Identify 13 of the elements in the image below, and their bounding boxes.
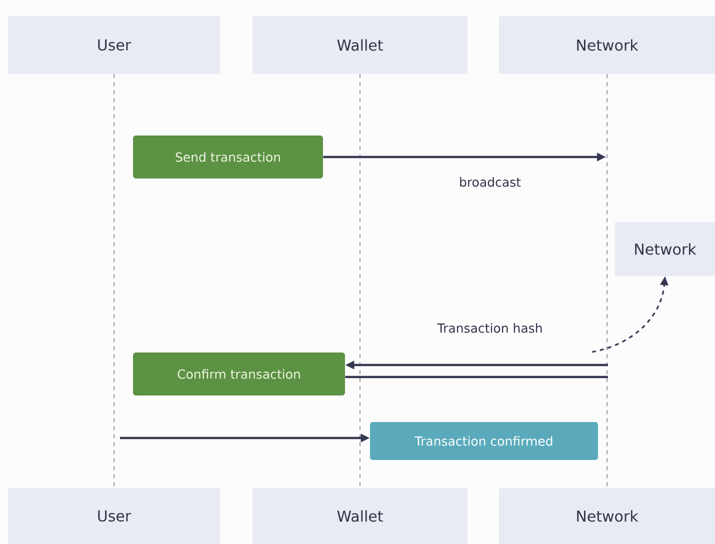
participant-box: Wallet bbox=[252, 488, 468, 544]
participant-box: Wallet bbox=[252, 16, 468, 74]
edge-label: Transaction hash bbox=[435, 321, 545, 335]
participant-box: Network bbox=[615, 222, 715, 276]
edge-label: broadcast bbox=[457, 175, 523, 189]
participant-box: Network bbox=[499, 488, 715, 544]
lifeline bbox=[606, 74, 608, 488]
status-box: Transaction confirmed bbox=[370, 422, 598, 460]
participant-box: Network bbox=[499, 16, 715, 74]
action-box: Confirm transaction bbox=[133, 352, 345, 396]
participant-box: User bbox=[8, 16, 220, 74]
participant-box: User bbox=[8, 488, 220, 544]
action-box: Send transaction bbox=[133, 136, 323, 178]
